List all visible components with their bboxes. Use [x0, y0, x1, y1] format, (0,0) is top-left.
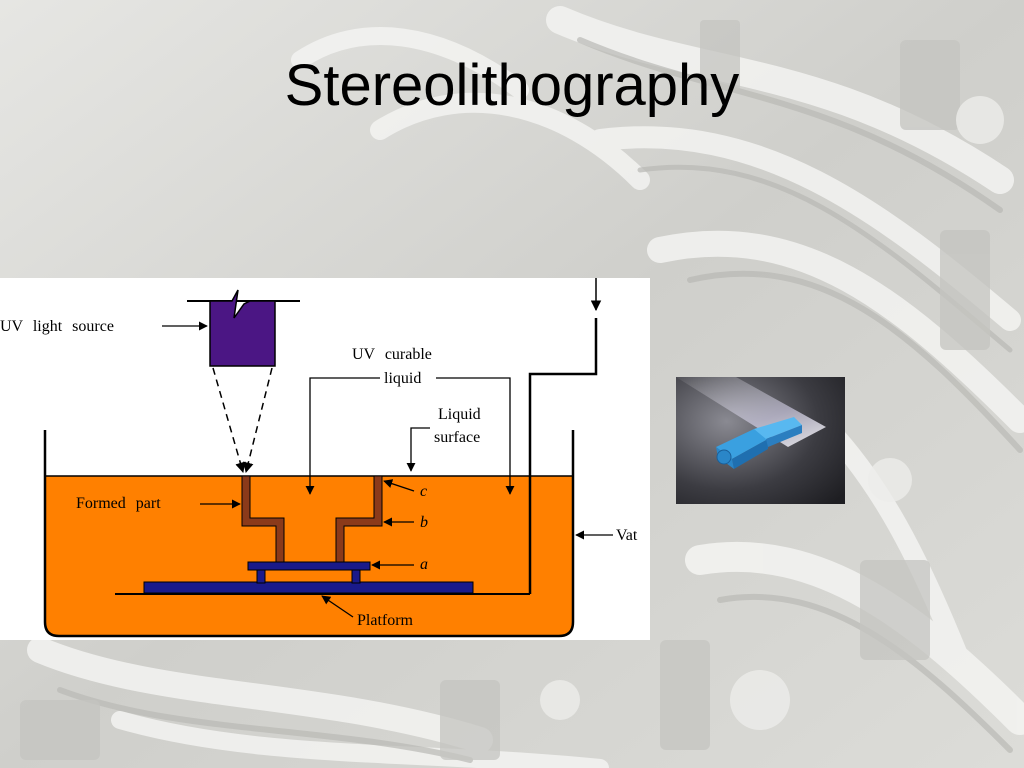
label-platform: Platform — [357, 612, 414, 629]
label-formed-part: Formed part — [76, 495, 161, 512]
platform — [143, 581, 474, 594]
label-layer-b: b — [420, 514, 428, 531]
slide-title: Stereolithography — [284, 53, 740, 118]
uv-beam-left — [212, 367, 246, 474]
uv-beam-curing-part-icon — [676, 377, 845, 504]
vat-outline — [43, 430, 575, 638]
label-vat: Vat — [616, 527, 638, 544]
label-uv-curable-line2: liquid — [384, 370, 421, 387]
uv-light-source — [209, 289, 276, 367]
vat-liquid — [45, 476, 573, 636]
label-liquid-surface-line1: Liquid — [438, 406, 481, 423]
label-liquid-surface-line2: surface — [434, 429, 480, 446]
label-layer-a: a — [420, 556, 428, 573]
platform-support-right — [351, 568, 361, 584]
platform-support-left — [256, 568, 266, 584]
label-uv-curable-line1: UV curable — [352, 346, 432, 363]
elevator-rod — [528, 318, 598, 594]
label-uv-light-source: UV light source — [0, 318, 114, 335]
uv-beam-right — [243, 367, 273, 474]
label-layer-c: c — [420, 483, 427, 500]
layer-a — [247, 561, 371, 571]
formed-part — [241, 475, 383, 563]
